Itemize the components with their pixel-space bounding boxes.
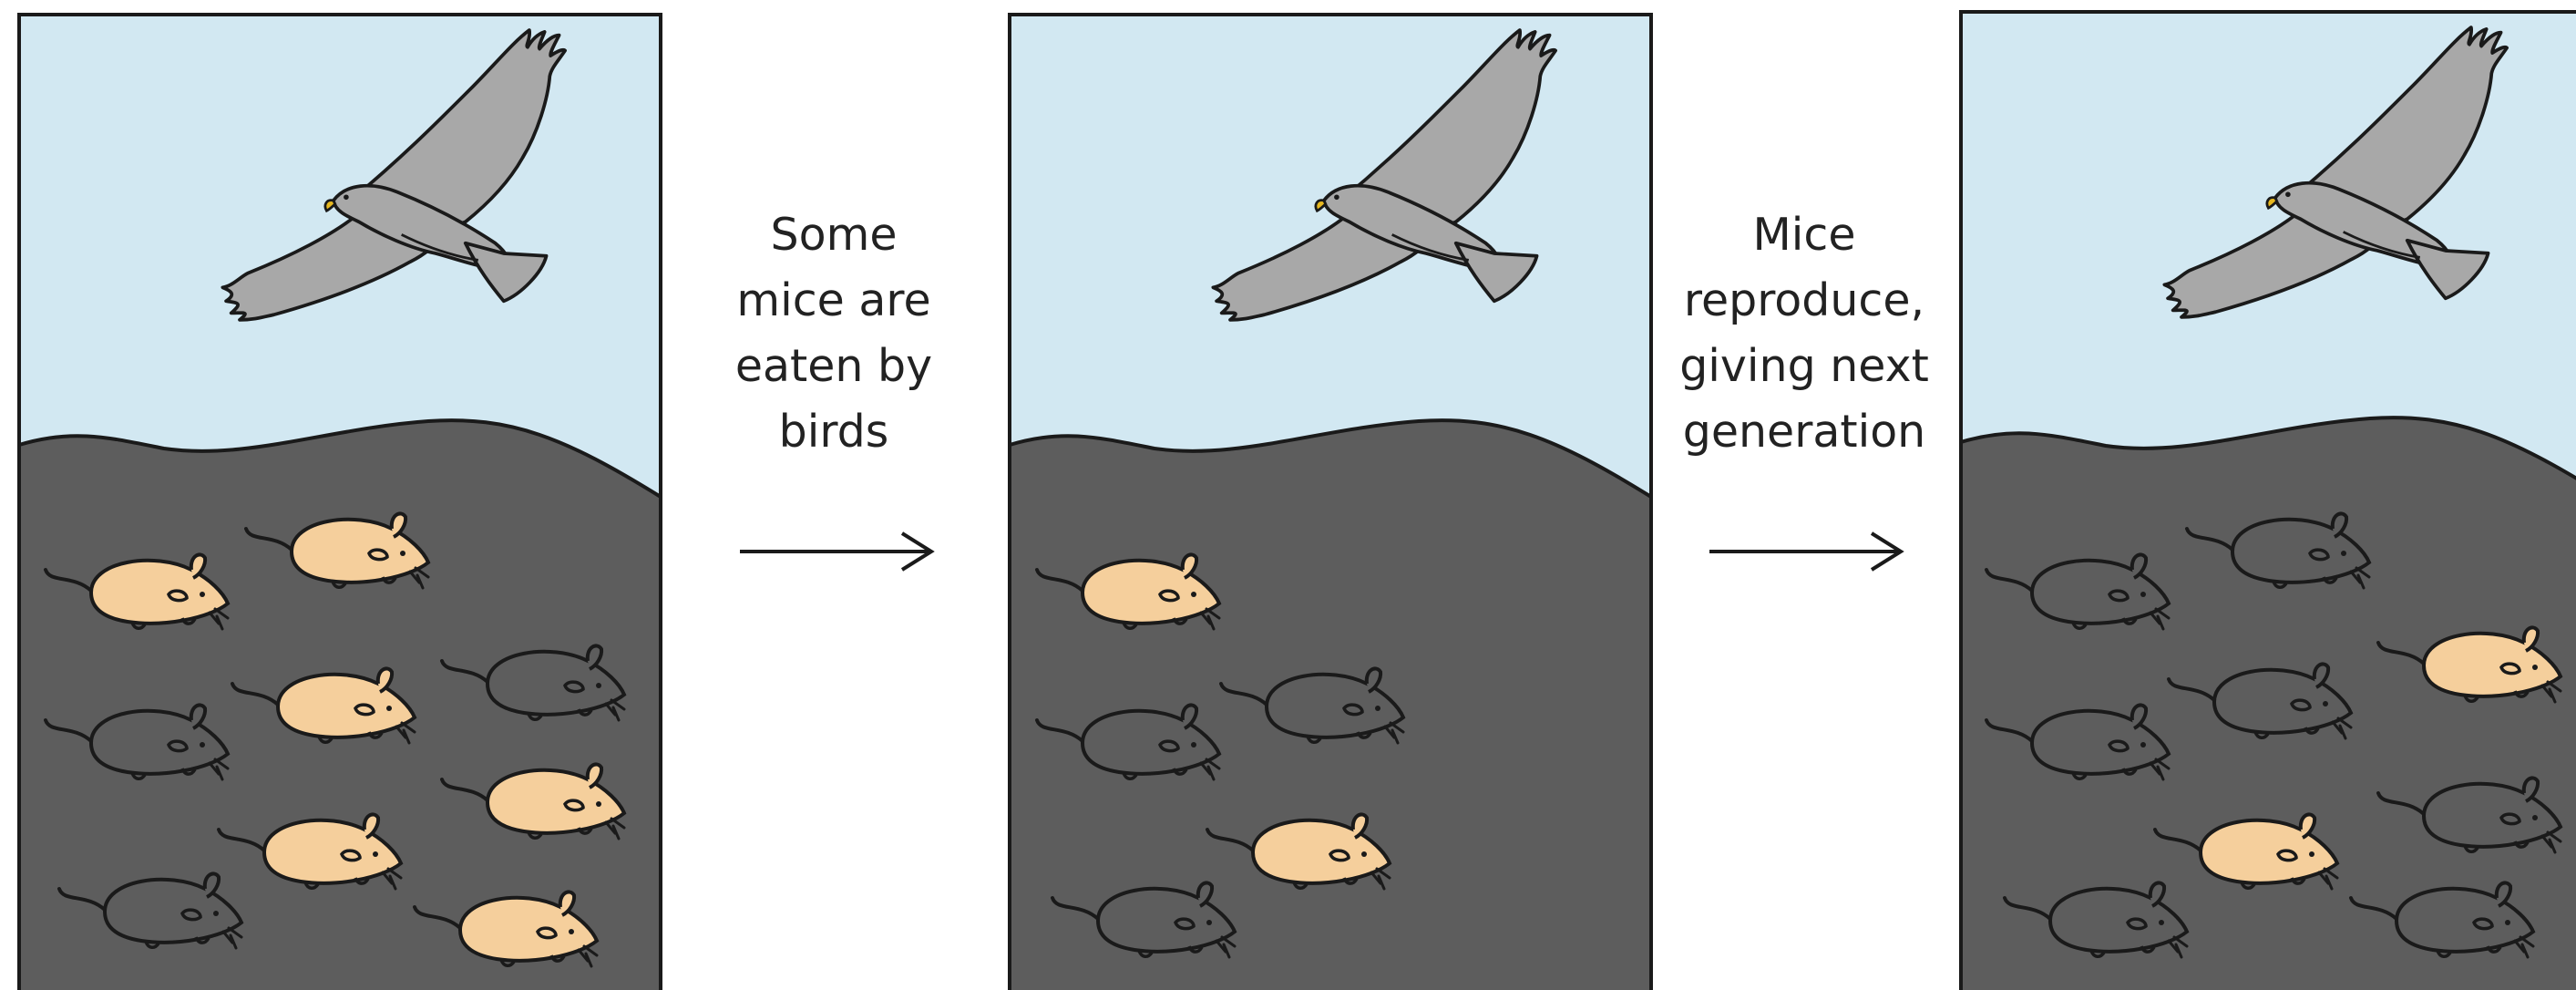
generation-1-panel — [19, 15, 661, 990]
caption-line: mice are — [702, 268, 966, 334]
caption-line: eaten by — [702, 334, 966, 399]
caption-line: birds — [702, 399, 966, 465]
right-arrow-icon — [1709, 533, 1901, 570]
right-arrow-icon — [740, 533, 931, 570]
caption-line: Some — [702, 202, 966, 268]
caption-line: generation — [1649, 399, 1959, 465]
next-generation-panel — [1961, 12, 2576, 990]
caption-line: reproduce, — [1649, 268, 1959, 334]
caption-line: Mice — [1649, 202, 1959, 268]
caption-predation: Some mice are eaten by birds — [702, 202, 966, 465]
caption-line: giving next — [1649, 334, 1959, 399]
caption-reproduction: Mice reproduce, giving next generation — [1649, 202, 1959, 465]
after-predation-panel — [1010, 15, 1651, 990]
